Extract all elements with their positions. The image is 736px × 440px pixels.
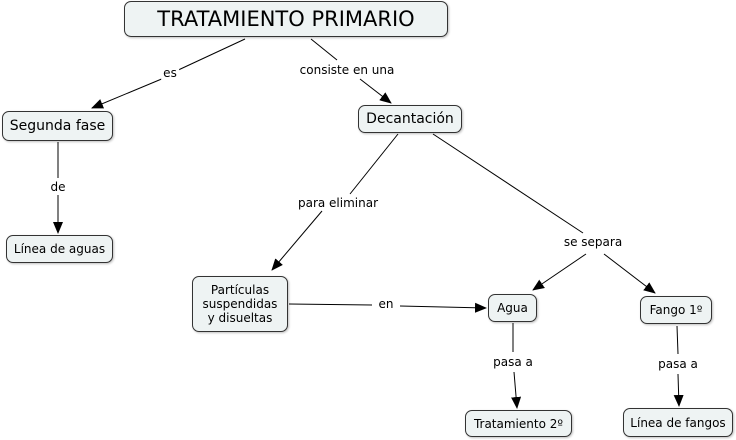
connector-fango-pasa xyxy=(676,325,679,355)
link-label-es: es xyxy=(161,66,179,80)
node-segunda-fase[interactable]: Segunda fase xyxy=(2,111,113,141)
link-label-para-eliminar: para eliminar xyxy=(295,196,381,210)
link-label-consiste-en-una: consiste en una xyxy=(297,63,397,77)
connector-separa-fango xyxy=(603,253,656,294)
connector-pasa-linea-fangos xyxy=(673,373,684,407)
node-linea-de-aguas[interactable]: Línea de aguas xyxy=(6,235,113,263)
node-tratamiento-2[interactable]: Tratamiento 2º xyxy=(465,410,572,437)
node-decantacion[interactable]: Decantación xyxy=(358,105,462,133)
node-fango-1[interactable]: Fango 1º xyxy=(640,296,712,324)
connector-consiste-decantacion xyxy=(359,78,392,104)
connector-decantacion-para xyxy=(349,133,399,195)
node-agua[interactable]: Agua xyxy=(488,294,537,322)
connector-es-segunda-fase xyxy=(91,77,165,109)
connector-root-consiste xyxy=(310,38,338,61)
link-label-en: en xyxy=(376,297,396,311)
connector-pasa-tratamiento xyxy=(511,371,522,409)
node-linea-de-fangos[interactable]: Línea de fangos xyxy=(623,408,733,437)
connector-separa-agua xyxy=(532,253,587,291)
connector-decantacion-separa xyxy=(432,133,584,234)
link-label-pasa-a-agua: pasa a xyxy=(491,355,535,369)
connector-en-agua xyxy=(399,302,487,313)
connector-root-es xyxy=(173,38,246,73)
link-label-pasa-a-fango: pasa a xyxy=(656,357,700,371)
link-label-de: de xyxy=(48,180,68,194)
connector-particulas-en xyxy=(288,303,373,306)
connector-para-particulas xyxy=(271,210,323,271)
node-particulas[interactable]: Partículas suspendidas y disueltas xyxy=(192,276,288,332)
link-label-se-separa: se separa xyxy=(561,235,625,249)
node-tratamiento-primario[interactable]: TRATAMIENTO PRIMARIO xyxy=(124,1,448,37)
